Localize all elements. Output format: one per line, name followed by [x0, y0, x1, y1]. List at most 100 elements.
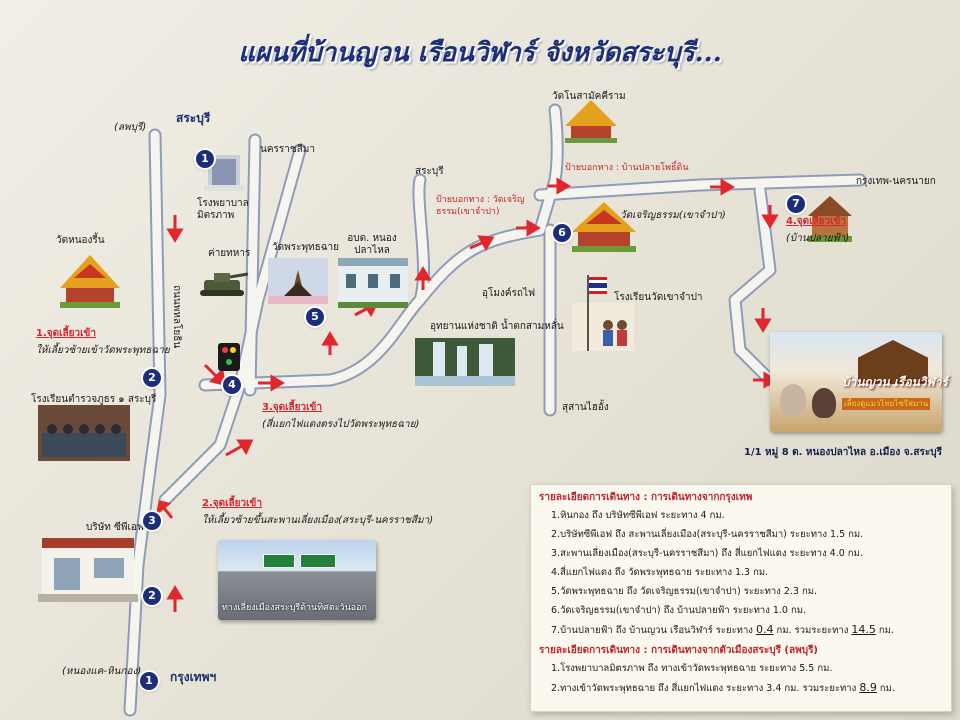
landmark-police-school	[38, 405, 130, 461]
label-wat-nong-rabue: วัดหนองรี้น	[56, 235, 105, 246]
turn-point-4-desc: (บ้านปลายฟ้า)	[786, 233, 850, 244]
turn-point-2: 2.จุดเลี้ยวเข้า ให้เลี้ยวซ้ายขึ้นสะพานเล…	[202, 496, 433, 528]
landmark-temple-nong-rabue	[60, 255, 120, 308]
label-lopburi: (ลพบุรี)	[114, 122, 147, 133]
arrow-7	[414, 266, 432, 290]
route-bangkok-step-3: 3.สะพานเลี่ยงเมือง(สระบุรี-นครราชสีมา) ถ…	[551, 548, 863, 559]
turn-point-1: 1.จุดเลี้ยวเข้า ให้เลี้ยวซ้ายเข้าวัดพระพ…	[36, 326, 170, 358]
route-bangkok-step-7-mid: กม. รวมระยะทาง	[776, 625, 849, 636]
arrow-13	[754, 308, 772, 333]
route-bangkok-total: 14.5	[851, 623, 876, 636]
arrow-5	[321, 331, 339, 355]
label-wat-samakkharam: วัดโนสามัคคีราม	[552, 91, 626, 102]
label-national-park: อุทยานแห่งชาติ น้ำตกสามหลั่น	[430, 321, 564, 332]
arrow-3	[258, 374, 285, 392]
label-school-khao: โรงเรียนวัดเขาจำปา	[614, 292, 703, 303]
route-saraburi-step-1: 1.โรงพยาบาลมิตรภาพ ถึง ทางเข้าวัดพระพุทธ…	[551, 663, 833, 674]
page-title: แผนที่บ้านญวน เรือนวิฬาร์ จังหวัดสระบุรี…	[238, 38, 722, 68]
turn-point-2-desc: ให้เลี้ยวซ้ายขึ้นสะพานเลี่ยงเมือง(สระบุร…	[202, 515, 434, 526]
route-bangkok-step-1: 1.หินกอง ถึง บริษัทซีพีเอฟ ระยะทาง 4 กม.	[551, 510, 725, 521]
landmark-obt-building	[338, 258, 408, 308]
label-army-camp: ค่ายทหาร	[208, 248, 251, 259]
marker-4: 4	[223, 376, 241, 394]
landmark-school-flag	[572, 275, 634, 351]
highway-photo-caption: ทางเลี่ยงเมืองสระบุรีด้านทิศตะวันออก	[222, 603, 367, 613]
turn-point-3-desc: (สี่แยกไฟแดงตรงไปวัดพระพุทธฉาย)	[262, 419, 420, 430]
destination-address: 1/1 หมู่ 8 ต. หนองปลาไหล อ.เมือง จ.สระบุ…	[744, 447, 942, 458]
route-bangkok-step-6: 6.วัดเจริญธรรม(เขาจำปา) ถึง บ้านปลายฟ้า …	[551, 605, 807, 616]
marker-7: 7	[787, 195, 805, 213]
landmark-cpf-building	[38, 538, 138, 602]
turn-point-1-title: 1.จุดเลี้ยวเข้า	[36, 328, 96, 339]
landmark-army-tank	[200, 272, 249, 296]
arrow-4	[225, 439, 254, 457]
landmark-wat-charoen	[572, 202, 636, 252]
arrow-15	[166, 585, 184, 612]
turn-point-1-desc: ให้เลี้ยวซ้ายเข้าวัดพระพุทธฉาย	[36, 345, 170, 356]
route-bangkok-step-7-value: 0.4	[755, 623, 774, 636]
route-saraburi-step-2: 2.ทางเข้าวัดพระพุทธฉาย ถึง สี่แยกไฟแดง ร…	[551, 681, 943, 695]
marker-5: 5	[306, 308, 324, 326]
landmark-traffic-light	[218, 343, 240, 371]
label-nong-khae: (หนองแค-หินกอง)	[62, 666, 142, 677]
label-hospital: โรงพยาบาล มิตรภาพ	[197, 198, 249, 221]
label-bangkok-nakhonnayok: กรุงเทพ-นครนายก	[856, 176, 936, 187]
label-sign-ban-plai: ป้ายบอกทาง : บ้านปลายโพธิ์ดิน	[565, 163, 689, 173]
marker-1-bottom: 1	[140, 672, 158, 690]
marker-2-bottom: 2	[143, 587, 161, 605]
route-bangkok-step-7-prefix: 7.บ้านปลายฟ้า ถึง บ้านญวน เรือนวิฬาร์ ระ…	[551, 625, 753, 636]
marker-1-top: 1	[196, 150, 214, 168]
route-bangkok-step-2: 2.บริษัทซีพีเอฟ ถึง สะพานเลี่ยงเมือง(สระ…	[551, 529, 864, 540]
turn-point-3: 3.จุดเลี้ยวเข้า (สี่แยกไฟแดงตรงไปวัดพระพ…	[262, 400, 419, 432]
arrow-2	[203, 363, 226, 387]
label-cpf: บริษัท ซีพีเอฟ	[86, 522, 144, 533]
route-bangkok-step-7: 7.บ้านปลายฟ้า ถึง บ้านญวน เรือนวิฬาร์ ระ…	[551, 623, 943, 637]
route-saraburi-total: 8.9	[859, 681, 877, 694]
landmark-wat-phra-phutthachai	[268, 258, 328, 304]
label-bangkok-bottom: กรุงเทพฯ	[170, 670, 217, 684]
route-saraburi-step-2-prefix: 2.ทางเข้าวัดพระพุทธฉาย ถึง สี่แยกไฟแดง ร…	[551, 683, 857, 694]
destination-house-photo: บ้านญวน เรือนวิฬาร์ เลี้ยงดูแมวไทยไซรีสม…	[770, 332, 948, 432]
route-arrows	[155, 177, 779, 612]
arrow-11	[710, 178, 735, 196]
route-bangkok-total-unit: กม.	[878, 625, 894, 636]
turn-point-4-title: 4.จุดเลี้ยวเข้า	[786, 216, 846, 227]
highway-photo: ทางเลี่ยงเมืองสระบุรีด้านทิศตะวันออก	[218, 540, 376, 620]
marker-3: 3	[143, 512, 161, 530]
route-bangkok-step-4: 4.สี่แยกไฟแดง ถึง วัดพระพุทธฉาย ระยะทาง …	[551, 567, 769, 578]
route-bangkok-heading: รายละเอียดการเดินทาง : การเดินทางจากกรุง…	[539, 492, 753, 503]
landmark-ban-plai-pha-house	[808, 196, 852, 242]
label-police-school: โรงเรียนตำรวจภูธร ๑ สระบุรี	[31, 394, 157, 405]
marker-2-left: 2	[143, 369, 161, 387]
house-sign-title: บ้านญวน เรือนวิฬาร์	[842, 375, 948, 389]
label-sutsanan: สุสานไฮอั้ง	[562, 402, 609, 413]
marker-6: 6	[553, 224, 571, 242]
label-utthayan-fai: อุโมงค์รถไฟ	[482, 288, 536, 299]
arrow-9	[516, 219, 541, 237]
turn-point-4: 4.จุดเลี้ยวเข้า (บ้านปลายฟ้า)	[786, 214, 849, 246]
label-phahonyothin: ถนนพหลโยธิน	[171, 285, 182, 349]
arrow-1	[166, 215, 184, 243]
arrow-10	[548, 177, 571, 195]
label-sign-wat-charoen: ป้ายบอกทาง : วัดเจริญธรรม(เขาจำปา)	[436, 195, 525, 217]
landmark-wat-samakkharam	[565, 100, 617, 143]
turn-point-2-title: 2.จุดเลี้ยวเข้า	[202, 498, 262, 509]
route-saraburi-heading: รายละเอียดการเดินทาง : การเดินทางจากตัวเ…	[539, 645, 819, 656]
arrow-16	[155, 500, 174, 519]
label-saraburi-mid: สระบุรี	[415, 166, 444, 177]
arrow-8	[469, 235, 495, 252]
label-obt: อบต. หนองปลาไหล	[347, 233, 397, 256]
route-details-box: รายละเอียดการเดินทาง : การเดินทางจากกรุง…	[530, 484, 952, 712]
label-wat-charoen: วัดเจริญธรรม(เขาจำปา)	[620, 210, 726, 221]
landmark-waterfall	[415, 338, 515, 386]
label-wat-phra-phutthachai: วัดพระพุทธฉาย	[272, 242, 340, 253]
house-sign-subtitle: เลี้ยงดูแมวไทยไซรีสมาน	[842, 398, 931, 410]
label-saraburi-top: สระบุรี	[176, 111, 211, 125]
label-nakhon-ratchasima: นครราชสีมา	[260, 144, 315, 155]
route-saraburi-total-unit: กม.	[879, 683, 895, 694]
turn-point-3-title: 3.จุดเลี้ยวเข้า	[262, 402, 322, 413]
arrow-12	[761, 205, 779, 229]
route-bangkok-step-5: 5.วัดพระพุทธฉาย ถึง วัดเจริญธรรม(เขาจำปา…	[551, 586, 818, 597]
